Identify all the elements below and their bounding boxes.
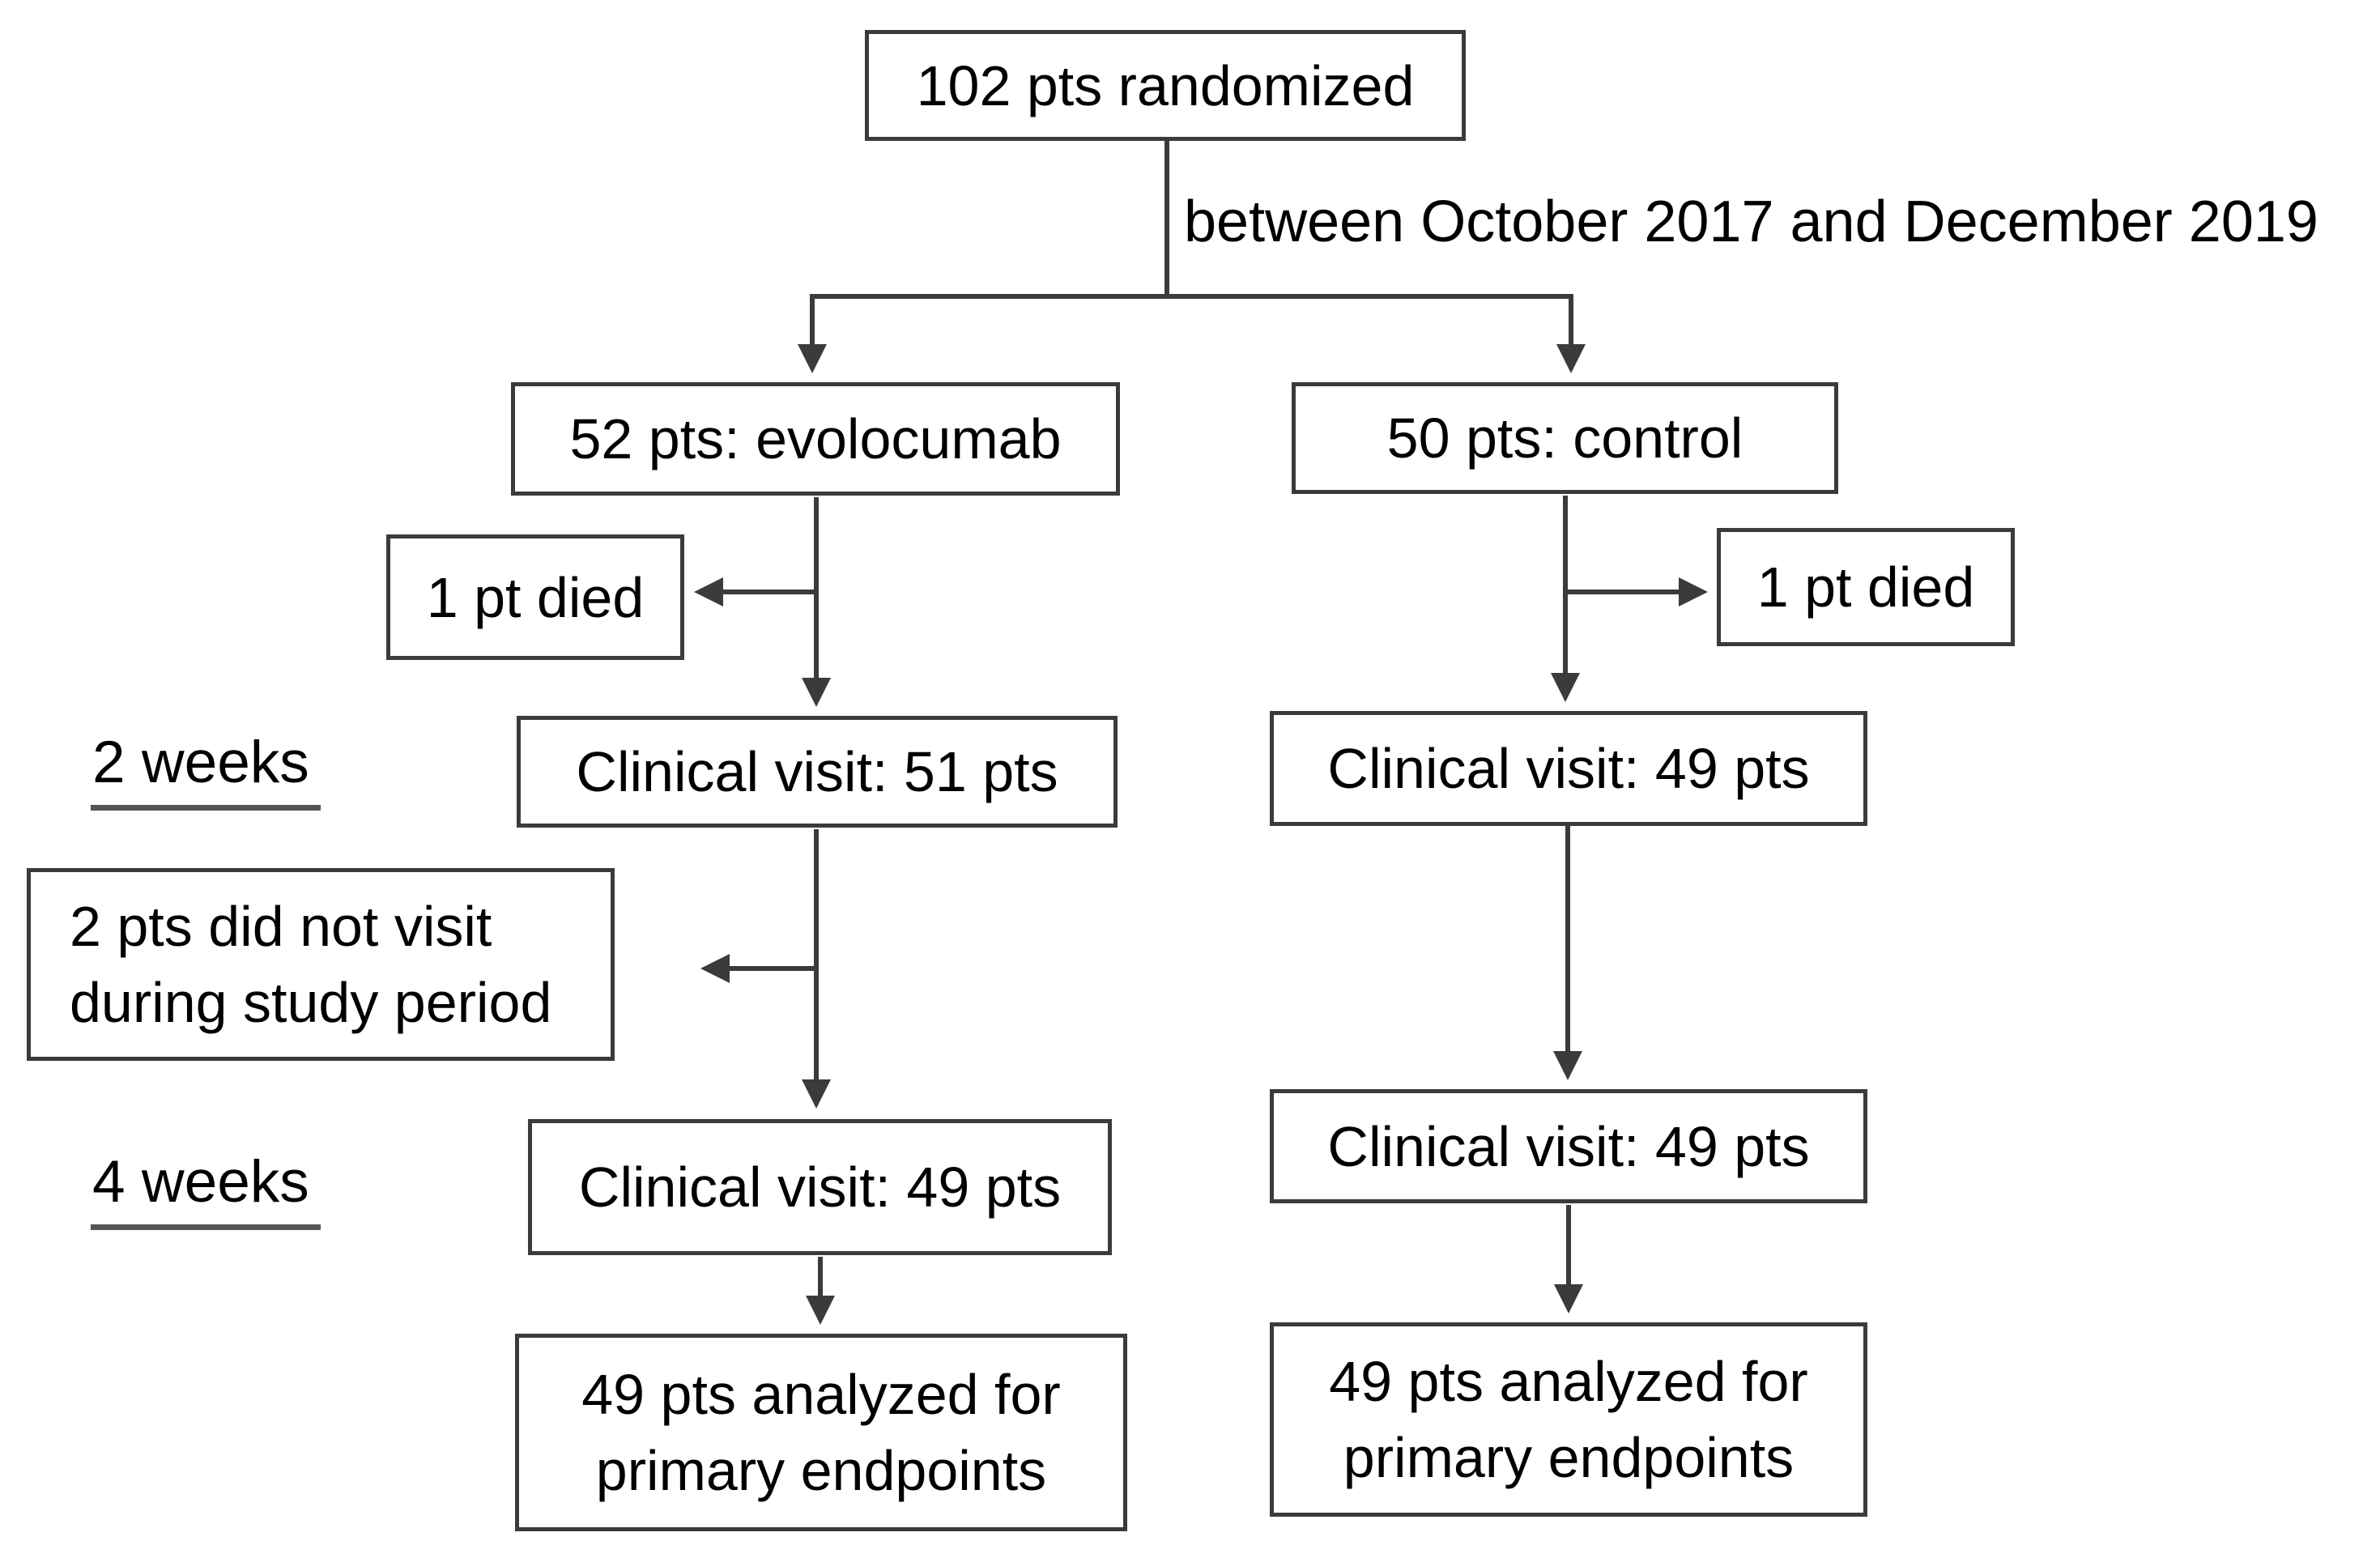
node-evolocumab-visit-2w: Clinical visit: 51 pts [517,716,1118,828]
timepoint-2-weeks-label: 2 weeks [91,730,321,811]
node-control-visit-4w-label: Clinical visit: 49 pts [1327,1114,1810,1178]
node-control-analyzed-line1: 49 pts analyzed for [1329,1350,1808,1413]
node-evolocumab-died-label: 1 pt died [426,565,645,629]
timepoint-4-weeks-text: 4 weeks [91,1150,321,1230]
node-evolocumab-analyzed-line1: 49 pts analyzed for [581,1363,1061,1426]
node-control-analyzed-line2: primary endpoints [1343,1426,1795,1489]
enrollment-date-range-label: between October 2017 and December 2019 [1184,189,2318,254]
node-randomized: 102 pts randomized [865,30,1466,141]
node-evolocumab-no-visit-line1: 2 pts did not visit [70,895,492,958]
node-evolocumab-visit-2w-label: Clinical visit: 51 pts [576,740,1058,803]
node-evolocumab-arm: 52 pts: evolocumab [511,382,1120,496]
node-control-visit-2w: Clinical visit: 49 pts [1270,711,1867,826]
node-evolocumab-died: 1 pt died [386,534,684,660]
timepoint-4-weeks-label: 4 weeks [91,1150,321,1230]
node-control-visit-4w: Clinical visit: 49 pts [1270,1089,1867,1203]
node-evolocumab-no-visit: 2 pts did not visit during study period [27,868,615,1061]
timepoint-2-weeks-text: 2 weeks [91,730,321,811]
node-evolocumab-visit-4w: Clinical visit: 49 pts [528,1119,1112,1255]
node-evolocumab-analyzed-line2: primary endpoints [595,1439,1047,1502]
node-evolocumab-arm-label: 52 pts: evolocumab [569,407,1062,470]
node-control-arm-label: 50 pts: control [1386,407,1743,470]
node-evolocumab-visit-4w-label: Clinical visit: 49 pts [578,1156,1062,1219]
node-randomized-label: 102 pts randomized [916,53,1415,117]
node-evolocumab-analyzed: 49 pts analyzed for primary endpoints [515,1334,1127,1531]
node-control-died: 1 pt died [1717,528,2015,646]
node-evolocumab-no-visit-line2: during study period [70,971,552,1034]
node-control-visit-2w-label: Clinical visit: 49 pts [1327,737,1810,800]
node-control-died-label: 1 pt died [1756,556,1975,619]
node-control-arm: 50 pts: control [1292,382,1838,494]
node-control-analyzed: 49 pts analyzed for primary endpoints [1270,1322,1867,1517]
